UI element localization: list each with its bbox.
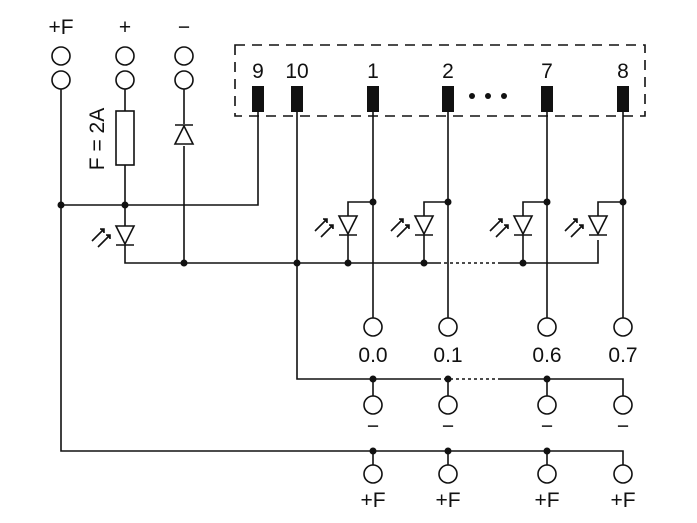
- fuse: [115, 110, 135, 166]
- wire-plus-f-vertical: [60, 89, 624, 465]
- pin-label-8: 8: [617, 60, 629, 83]
- terminal-minus-top: [174, 46, 194, 90]
- terminal-plus-top: [115, 46, 135, 90]
- pin-ellipsis: [469, 93, 507, 99]
- pin-2: [442, 86, 454, 112]
- terminal-ground-1: [363, 395, 383, 415]
- led-channel-7: [489, 215, 534, 263]
- wire-pin-10: [296, 112, 438, 380]
- terminal-ground-2: [438, 395, 458, 415]
- pin-8: [617, 86, 629, 112]
- wire-led-common: [124, 245, 438, 264]
- terminal-output-0-6: [537, 317, 557, 337]
- output-label-0-6: 0.6: [532, 344, 561, 367]
- pin-label-7: 7: [541, 60, 553, 83]
- connector-box: [234, 44, 646, 117]
- ground-label-2: −: [442, 415, 454, 438]
- led-channel-1: [314, 215, 359, 263]
- label-minus-top: −: [178, 16, 190, 39]
- pin-label-10: 10: [285, 60, 308, 83]
- supply-label-4: +F: [610, 489, 635, 512]
- supply-label-2: +F: [435, 489, 460, 512]
- ground-label-1: −: [367, 415, 379, 438]
- pin-label-9: 9: [252, 60, 264, 83]
- wire-led-branch-2: [423, 201, 448, 216]
- terminal-output-0-1: [438, 317, 458, 337]
- wire-led-common-right: [500, 240, 599, 264]
- protection-diode: [173, 124, 195, 145]
- ground-label-4: −: [617, 415, 629, 438]
- terminal-output-0-7: [613, 317, 633, 337]
- output-label-0-1: 0.1: [433, 344, 462, 367]
- pin-10: [291, 86, 303, 112]
- terminal-output-0-0: [363, 317, 383, 337]
- label-plus-f-top: +F: [48, 16, 73, 39]
- wire-led-branch-8: [597, 201, 623, 216]
- led-channel-2: [390, 215, 435, 263]
- output-label-0-0: 0.0: [358, 344, 387, 367]
- ground-label-3: −: [541, 415, 553, 438]
- pin-label-1: 1: [367, 60, 379, 83]
- terminal-ground-4: [613, 395, 633, 415]
- terminal-supply-1: [363, 464, 383, 484]
- label-plus-top: +: [119, 16, 131, 39]
- terminal-supply-4: [613, 464, 633, 484]
- terminal-supply-3: [537, 464, 557, 484]
- supply-label-3: +F: [534, 489, 559, 512]
- wire-led-branch-7: [522, 201, 547, 216]
- led-channel-8: [564, 215, 609, 238]
- output-label-0-7: 0.7: [608, 344, 637, 367]
- terminal-plus-f-top: [51, 46, 71, 90]
- wire-led-branch-1: [347, 201, 373, 216]
- supply-label-1: +F: [360, 489, 385, 512]
- terminal-ground-3: [537, 395, 557, 415]
- pin-7: [541, 86, 553, 112]
- fuse-label: F = 2A: [86, 108, 109, 170]
- junction-nodes: [57, 198, 627, 455]
- power-led: [91, 225, 136, 248]
- wire-ground-right: [500, 378, 624, 397]
- terminal-supply-2: [438, 464, 458, 484]
- pin-9: [252, 86, 264, 112]
- pin-1: [367, 86, 379, 112]
- pin-label-2: 2: [442, 60, 454, 83]
